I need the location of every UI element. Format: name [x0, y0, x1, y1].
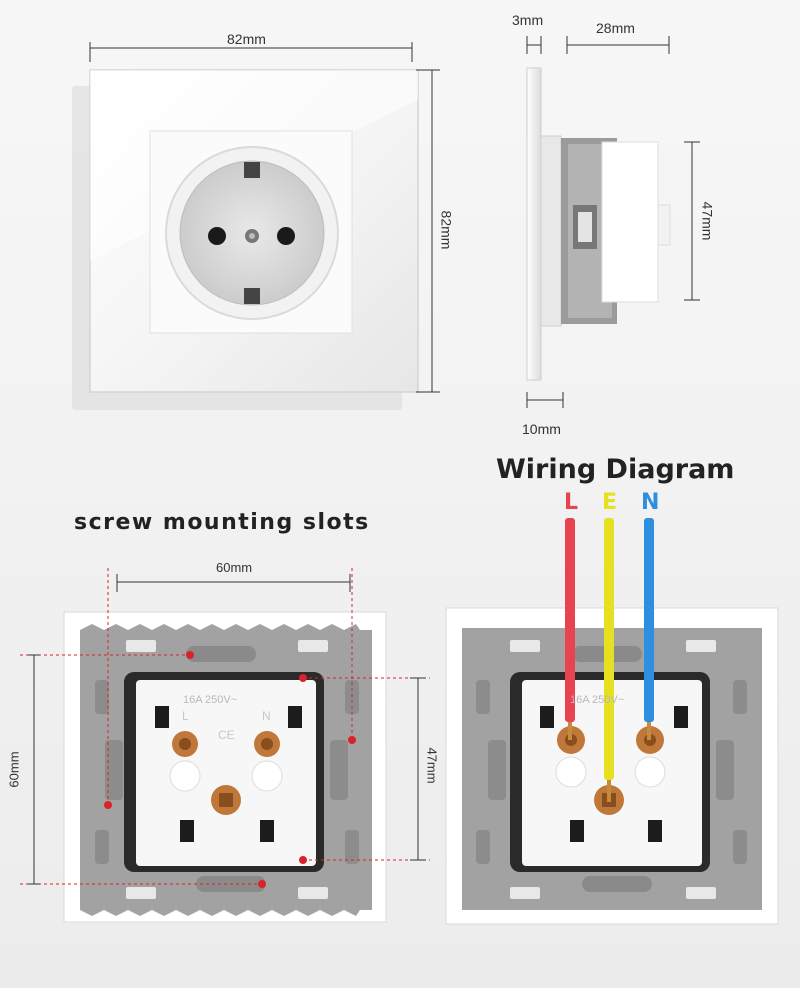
side-base-label: 10mm — [522, 421, 561, 437]
mounting-module-right — [445, 518, 779, 925]
side-body-height-label: 47mm — [699, 201, 716, 241]
screw-point — [299, 856, 307, 864]
mounting-vertical-label: 60mm — [6, 751, 22, 788]
mounting-title: screw mounting slots — [74, 510, 370, 535]
screw-point — [299, 674, 307, 682]
wire-label-e: E — [602, 490, 618, 515]
mounting-horizontal-label: 60mm — [216, 560, 253, 575]
screw-point — [258, 880, 266, 888]
screw-point — [348, 736, 356, 744]
side-socket-body — [601, 141, 659, 303]
screw-point — [104, 801, 112, 809]
wire-label-l: L — [564, 490, 579, 515]
wire-label-n: N — [641, 490, 660, 515]
pin-hole-left — [208, 227, 226, 245]
side-depth-label: 28mm — [596, 20, 635, 36]
front-height-label: 82mm — [438, 210, 455, 250]
wiring-rating-text: 16A 250V~ — [570, 694, 625, 706]
mounting-ce-mark: CE — [218, 728, 235, 742]
wiring-title: Wiring Diagram — [496, 454, 735, 485]
socket-block-left — [136, 680, 316, 866]
wire-e — [604, 518, 614, 780]
wire-n — [644, 518, 654, 722]
mounting-body-label: 47mm — [424, 747, 440, 784]
pin-hole-right — [277, 227, 295, 245]
mounting-l-mark: L — [182, 709, 189, 723]
wire-l — [565, 518, 575, 722]
mounting-n-mark: N — [262, 709, 271, 723]
side-frame-thickness-label: 3mm — [512, 12, 544, 28]
mounting-rating-text: 16A 250V~ — [183, 694, 238, 706]
front-width-label: 82mm — [227, 31, 266, 47]
mounting-module-left — [20, 568, 430, 923]
side-plate — [526, 67, 542, 381]
screw-point — [186, 651, 194, 659]
